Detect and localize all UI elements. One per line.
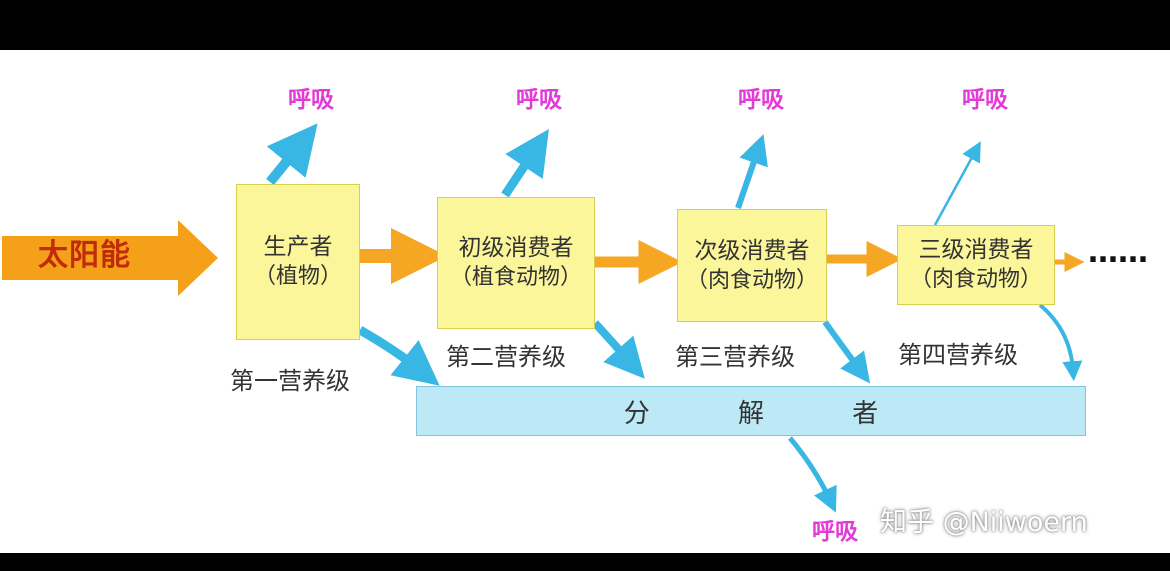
decomp-arrow-2	[592, 320, 645, 379]
respiration-label-2: 呼吸	[516, 87, 562, 113]
primary-consumer-title: 初级消费者	[458, 235, 574, 261]
sun-energy-arrow	[2, 220, 218, 296]
trophic-level-1: 第一营养级	[230, 367, 350, 395]
respiration-label-decomposer: 呼吸	[812, 519, 858, 545]
watermark: 知乎 @Niiwoern	[880, 507, 1088, 538]
primary-consumer-subtitle: （植食动物）	[449, 265, 582, 290]
decomp-arrow-3	[822, 320, 871, 384]
primary-consumer-box: 初级消费者 （植食动物）	[437, 197, 595, 329]
decomp-arrow-4	[1038, 303, 1083, 382]
respiration-arrow-2	[501, 129, 549, 198]
sun-energy-label: 太阳能	[38, 238, 131, 273]
respiration-label-1: 呼吸	[288, 87, 334, 113]
secondary-consumer-box: 次级消费者 （肉食动物）	[677, 209, 827, 322]
producer-title: 生产者	[263, 234, 333, 260]
producer-subtitle: （植物）	[253, 264, 342, 289]
trophic-level-3: 第三营养级	[675, 343, 795, 371]
bottom-black-bar	[0, 553, 1170, 571]
respiration-label-4: 呼吸	[962, 87, 1008, 113]
secondary-consumer-title: 次级消费者	[694, 237, 810, 264]
tertiary-consumer-title: 三级消费者	[918, 237, 1034, 263]
respiration-arrow-1	[266, 123, 318, 186]
secondary-consumer-subtitle: （肉食动物）	[685, 267, 818, 293]
decomp-arrow-1	[357, 326, 440, 386]
respiration-arrow-4	[933, 141, 981, 226]
producer-box: 生产者 （植物）	[236, 184, 360, 340]
decomp-respiration-arrow	[788, 436, 837, 513]
trophic-level-4: 第四营养级	[898, 341, 1018, 369]
top-black-bar	[0, 0, 1170, 50]
continuation-ellipsis: ……	[1088, 235, 1148, 270]
trophic-level-2: 第二营养级	[446, 343, 566, 371]
respiration-label-3: 呼吸	[738, 87, 784, 113]
tertiary-consumer-box: 三级消费者 （肉食动物）	[897, 225, 1055, 305]
decomposer-box: 分 解 者	[416, 386, 1086, 436]
tertiary-consumer-subtitle: （肉食动物）	[909, 267, 1042, 292]
respiration-arrow-3	[735, 134, 768, 209]
